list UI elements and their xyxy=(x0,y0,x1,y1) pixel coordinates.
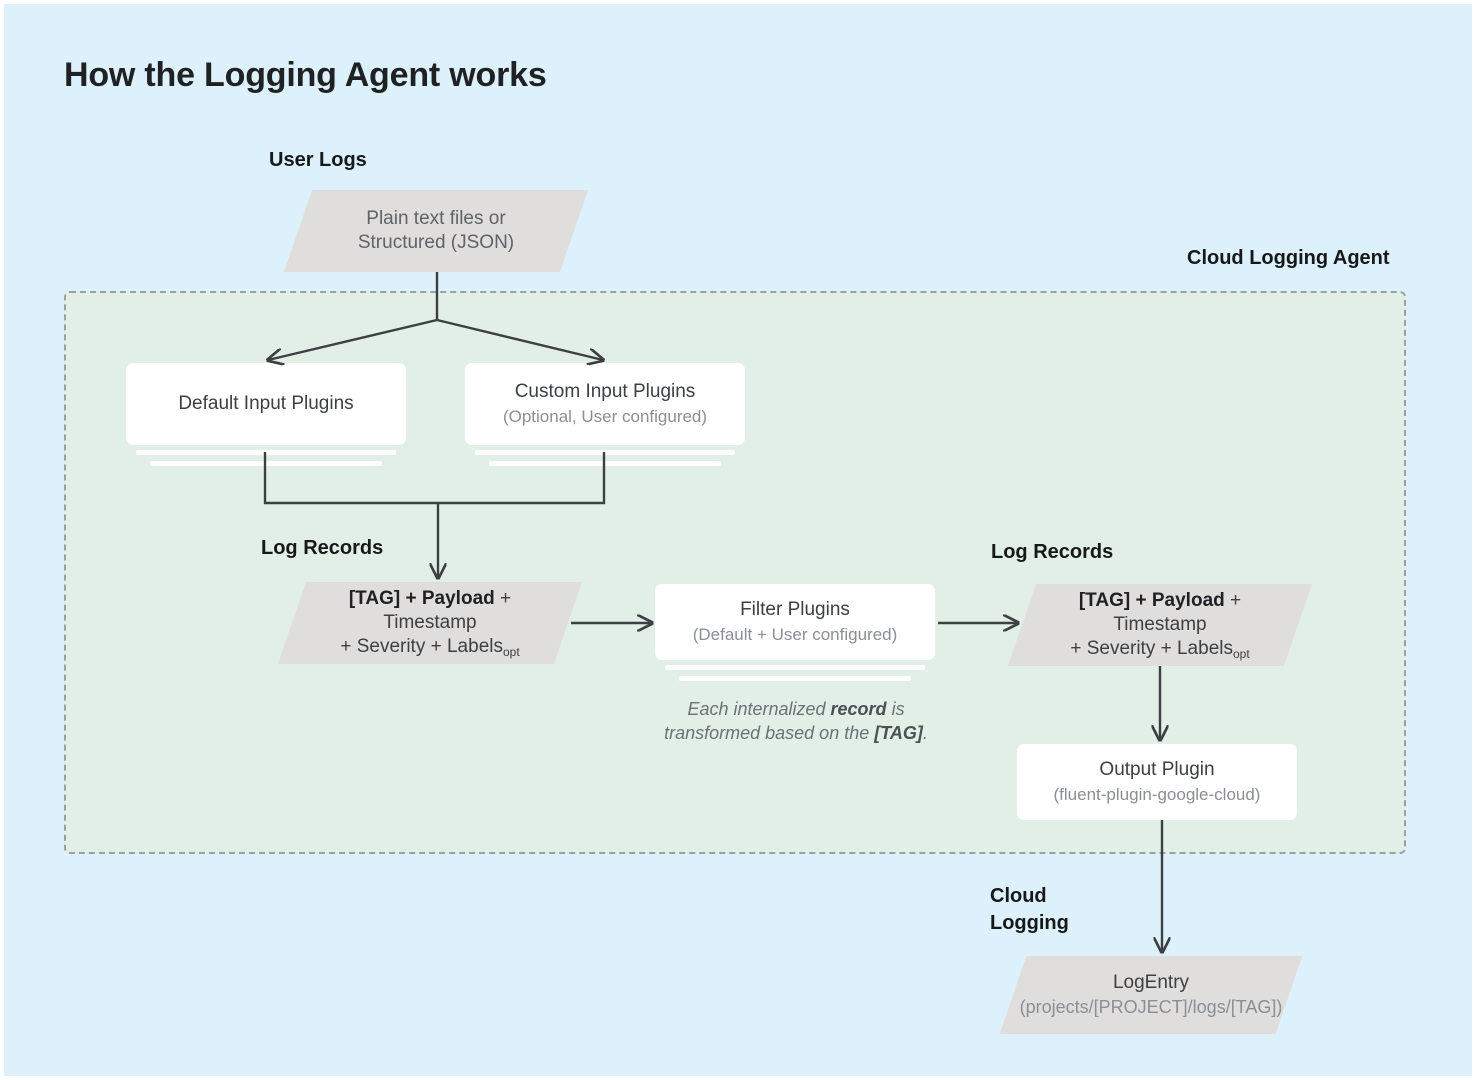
card-body[interactable]: Default Input Plugins xyxy=(126,363,406,445)
card-title: Output Plugin xyxy=(1099,759,1215,781)
caption-part-2: is transformed based on the xyxy=(664,699,905,744)
record-subscript: opt xyxy=(502,645,520,660)
card-body[interactable]: Output Plugin (fluent-plugin-google-clou… xyxy=(1017,744,1297,820)
label-cloud-logging-agent: Cloud Logging Agent xyxy=(1187,247,1390,269)
node-label: Plain text files or Structured (JSON) xyxy=(350,207,522,256)
card-title: Filter Plugins xyxy=(740,599,850,621)
record-tag: [TAG] + xyxy=(1078,589,1152,611)
node-line-1: Plain text files or xyxy=(366,207,506,229)
node-log-record-left: [TAG] + Payload + Timestamp + Severity +… xyxy=(277,582,583,664)
node-line-2: Structured (JSON) xyxy=(357,232,515,253)
card-subtitle: (fluent-plugin-google-cloud) xyxy=(1053,784,1261,804)
node-log-entry: LogEntry (projects/[PROJECT]/logs/[TAG]) xyxy=(999,956,1303,1034)
record-payload: Payload xyxy=(1151,589,1225,611)
caption-bold-tag: [TAG] xyxy=(874,723,923,744)
caption-part-3: . xyxy=(922,723,928,744)
record-rest: + Timestamp xyxy=(383,587,512,633)
node-custom-input-plugins[interactable]: Custom Input Plugins (Optional, User con… xyxy=(465,363,745,466)
record-rest: + Timestamp xyxy=(1113,589,1242,635)
node-label: [TAG] + Payload + Timestamp + Severity +… xyxy=(1022,589,1298,662)
caption-transform-note: Each internalized record is transformed … xyxy=(640,697,952,746)
node-default-input-plugins[interactable]: Default Input Plugins xyxy=(126,363,406,466)
record-line2: + Severity + Labels xyxy=(1070,638,1233,660)
card-subtitle: (Default + User configured) xyxy=(692,624,898,644)
label-cloud-logging: Cloud Logging xyxy=(990,885,1069,934)
node-label: [TAG] + Payload + Timestamp + Severity +… xyxy=(292,587,568,660)
caption-bold-record: record xyxy=(830,699,887,719)
record-tag: [TAG] + xyxy=(348,587,422,609)
card-body[interactable]: Filter Plugins (Default + User configure… xyxy=(655,584,935,660)
node-filter-plugins[interactable]: Filter Plugins (Default + User configure… xyxy=(655,584,935,681)
label-log-records-left: Log Records xyxy=(261,537,384,559)
record-payload: Payload xyxy=(421,587,495,609)
card-stack-shadow xyxy=(655,660,935,686)
caption-part-1: Each internalized xyxy=(687,699,831,719)
node-subtitle: (projects/[PROJECT]/logs/[TAG]) xyxy=(1019,997,1283,1018)
node-title: LogEntry xyxy=(1112,971,1190,993)
page-title: How the Logging Agent works xyxy=(64,56,547,94)
node-output-plugin[interactable]: Output Plugin (fluent-plugin-google-clou… xyxy=(1017,744,1297,820)
node-label: LogEntry (projects/[PROJECT]/logs/[TAG]) xyxy=(1012,971,1291,1019)
card-stack-shadow xyxy=(465,445,745,471)
record-subscript: opt xyxy=(1232,647,1250,662)
node-user-logs-source: Plain text files or Structured (JSON) xyxy=(283,190,589,272)
card-body[interactable]: Custom Input Plugins (Optional, User con… xyxy=(465,363,745,445)
node-log-record-right: [TAG] + Payload + Timestamp + Severity +… xyxy=(1007,584,1313,666)
card-subtitle: (Optional, User configured) xyxy=(502,406,708,426)
label-user-logs: User Logs xyxy=(269,149,367,171)
record-line2: + Severity + Labels xyxy=(340,636,503,658)
card-title: Custom Input Plugins xyxy=(514,381,696,403)
card-stack-shadow xyxy=(126,445,406,471)
card-title: Default Input Plugins xyxy=(178,393,354,415)
label-log-records-right: Log Records xyxy=(991,541,1114,563)
